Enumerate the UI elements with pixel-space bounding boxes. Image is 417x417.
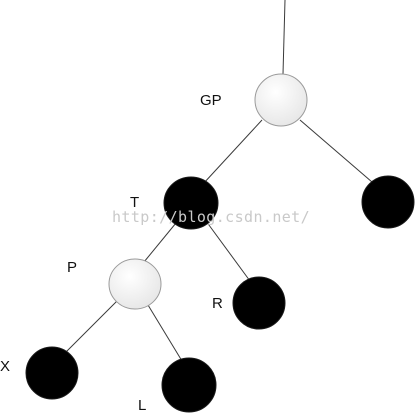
label-p: P <box>67 259 77 276</box>
edge-t-to-p <box>143 222 177 263</box>
edge-p-to-x <box>64 299 119 354</box>
watermark-text: http://blog.csdn.net/ <box>112 208 310 226</box>
label-r: R <box>212 295 223 312</box>
edge-gp-to-t <box>202 119 263 185</box>
edge-t-to-r <box>205 220 251 282</box>
node-r <box>232 276 286 330</box>
node-p <box>108 258 162 310</box>
node-u <box>361 175 415 229</box>
edge-p-to-l <box>147 304 183 362</box>
label-x: X <box>0 358 10 375</box>
edge-root-to-gp <box>282 0 286 75</box>
node-x <box>25 346 79 400</box>
label-gp: GP <box>200 92 222 109</box>
node-l <box>161 357 217 413</box>
edge-gp-to-u <box>299 119 373 183</box>
label-l: L <box>138 397 146 414</box>
label-t: T <box>130 194 139 211</box>
node-gp <box>254 73 308 127</box>
node-t <box>163 176 219 230</box>
